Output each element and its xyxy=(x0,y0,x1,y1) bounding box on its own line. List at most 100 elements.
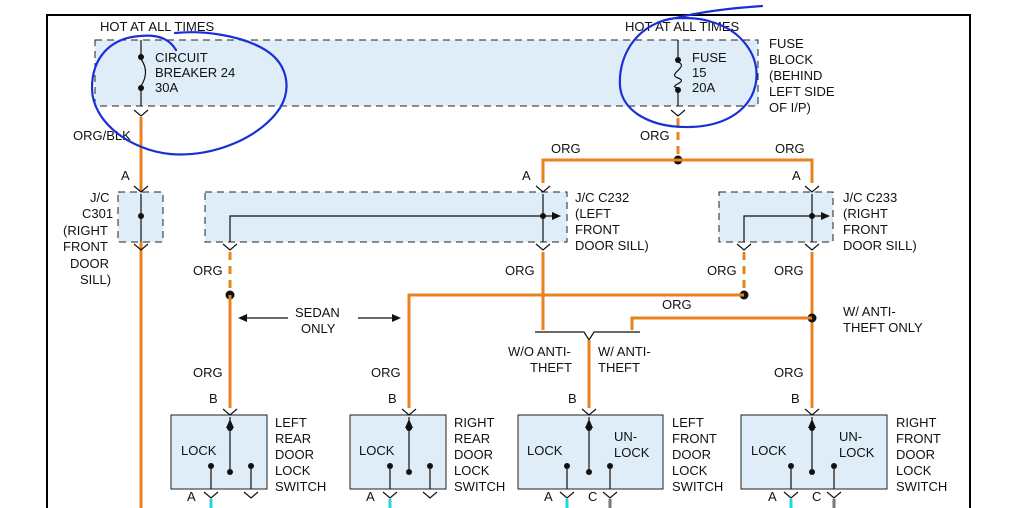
svg-text:DOOR: DOOR xyxy=(672,447,711,462)
circuit-breaker-symbol xyxy=(138,40,147,106)
right-front-switch xyxy=(740,408,888,499)
wire-label-org-c233-feed: ORG xyxy=(775,141,805,156)
svg-text:OF I/P): OF I/P) xyxy=(769,100,811,115)
c233-pin-a: A xyxy=(792,168,801,183)
svg-text:FRONT: FRONT xyxy=(575,222,620,237)
left-front-switch-label: LEFT FRONT DOOR LOCK SWITCH xyxy=(672,415,723,494)
w-anti-theft-label-2: THEFT xyxy=(598,360,640,375)
fuse-number: 15 xyxy=(692,65,706,80)
fuse-label: FUSE xyxy=(692,50,727,65)
svg-text:DOOR: DOOR xyxy=(275,447,314,462)
svg-text:LEFT: LEFT xyxy=(672,415,704,430)
c233-connectors xyxy=(736,185,820,251)
svg-text:LOCK: LOCK xyxy=(454,463,490,478)
right-rear-lock-label: LOCK xyxy=(359,443,395,458)
sedan-only-label: ONLY xyxy=(301,321,336,336)
svg-text:J/C: J/C xyxy=(90,190,110,205)
circuit-breaker-rating: 30A xyxy=(155,80,178,95)
svg-text:(RIGHT: (RIGHT xyxy=(63,223,108,238)
svg-text:SWITCH: SWITCH xyxy=(454,479,505,494)
svg-text:C301: C301 xyxy=(82,206,113,221)
fuse-rating: 20A xyxy=(692,80,715,95)
c232-internal-link xyxy=(229,215,555,242)
w-anti-theft-only-label-2: THEFT ONLY xyxy=(843,320,923,335)
left-rear-lock-label: LOCK xyxy=(181,443,217,458)
fuse-symbol xyxy=(674,40,682,106)
c233-internal-link xyxy=(743,215,824,242)
wo-anti-theft-label-2: THEFT xyxy=(530,360,572,375)
svg-text:LOCK: LOCK xyxy=(275,463,311,478)
svg-text:DOOR: DOOR xyxy=(454,447,493,462)
left-front-pin-b: B xyxy=(568,391,577,406)
sedan-only-arrow xyxy=(238,314,401,322)
wire-fuse-split xyxy=(541,158,814,183)
wire-label-org-c233-out: ORG xyxy=(707,263,737,278)
left-front-lock-label: LOCK xyxy=(527,443,563,458)
left-rear-switch-label: LEFT REAR DOOR LOCK SWITCH xyxy=(275,415,326,494)
svg-text:FRONT: FRONT xyxy=(843,222,888,237)
right-front-lock-label: LOCK xyxy=(751,443,787,458)
fuse-output-connector xyxy=(670,109,686,117)
right-front-pin-b: B xyxy=(791,391,800,406)
sedan-label: SEDAN xyxy=(295,305,340,320)
junction-c233-label: J/C C233 (RIGHT FRONT DOOR SILL) xyxy=(843,190,917,253)
wire-label-org-fuse: ORG xyxy=(640,128,670,143)
hot-at-all-times-left-label: HOT AT ALL TIMES xyxy=(100,19,214,34)
option-bracket xyxy=(535,331,640,342)
junction-c232-box xyxy=(204,191,568,243)
right-front-pin-c: C xyxy=(812,489,821,504)
right-front-unlock-label: UN- xyxy=(839,429,862,444)
svg-text:RIGHT: RIGHT xyxy=(896,415,937,430)
right-front-unlock-label-2: LOCK xyxy=(839,445,875,460)
c232-pin-a: A xyxy=(522,168,531,183)
left-front-switch xyxy=(517,408,664,499)
wire-right-rear xyxy=(407,293,744,408)
svg-text:SWITCH: SWITCH xyxy=(896,479,947,494)
svg-text:(RIGHT: (RIGHT xyxy=(843,206,888,221)
w-anti-theft-label: W/ ANTI- xyxy=(598,344,651,359)
svg-text:DOOR: DOOR xyxy=(896,447,935,462)
svg-text:BLOCK: BLOCK xyxy=(769,52,813,67)
wire-label-org-right-rear: ORG xyxy=(371,365,401,380)
right-front-switch-label: RIGHT FRONT DOOR LOCK SWITCH xyxy=(896,415,947,494)
diagram-frame xyxy=(46,14,971,508)
circuit-breaker-number: BREAKER 24 xyxy=(155,65,235,80)
power-distribution-box xyxy=(94,39,759,107)
right-rear-switch xyxy=(349,408,447,499)
left-front-pin-c: C xyxy=(588,489,597,504)
svg-text:LOCK: LOCK xyxy=(896,463,932,478)
svg-text:(BEHIND: (BEHIND xyxy=(769,68,822,83)
wire-label-org-c232-feed: ORG xyxy=(551,141,581,156)
svg-text:DOOR SILL): DOOR SILL) xyxy=(843,238,917,253)
svg-text:J/C C232: J/C C232 xyxy=(575,190,629,205)
wire-anti-theft xyxy=(630,316,812,330)
right-rear-switch-label: RIGHT REAR DOOR LOCK SWITCH xyxy=(454,415,505,494)
wire-label-org-blk: ORG/BLK xyxy=(73,128,131,143)
wire-label-org-c232-out: ORG xyxy=(193,263,223,278)
svg-text:LEFT: LEFT xyxy=(275,415,307,430)
svg-text:DOOR SILL): DOOR SILL) xyxy=(575,238,649,253)
annotation-circle-fuse xyxy=(618,4,764,129)
svg-text:FRONT: FRONT xyxy=(896,431,941,446)
svg-text:SWITCH: SWITCH xyxy=(275,479,326,494)
wire-label-org-c233-down: ORG xyxy=(774,263,804,278)
svg-text:FRONT: FRONT xyxy=(63,239,108,254)
w-anti-theft-only-label: W/ ANTI- xyxy=(843,304,896,319)
svg-text:SWITCH: SWITCH xyxy=(672,479,723,494)
c301-node xyxy=(138,213,144,219)
junction-c301-label: J/C C301 (RIGHT FRONT DOOR SILL) xyxy=(63,190,113,287)
c233-arrow xyxy=(821,212,830,220)
c301-connectors xyxy=(133,185,149,251)
right-front-pin-a: A xyxy=(768,489,777,504)
wire-label-org-left-rear: ORG xyxy=(193,365,223,380)
c232-arrow xyxy=(552,212,561,220)
junction-c232-label: J/C C232 (LEFT FRONT DOOR SILL) xyxy=(575,190,649,253)
svg-text:RIGHT: RIGHT xyxy=(454,415,495,430)
right-rear-pin-b: B xyxy=(388,391,397,406)
svg-text:LEFT SIDE: LEFT SIDE xyxy=(769,84,835,99)
left-front-unlock-label: UN- xyxy=(614,429,637,444)
svg-text:DOOR: DOOR xyxy=(70,256,109,271)
svg-text:(LEFT: (LEFT xyxy=(575,206,611,221)
c301-pin-a: A xyxy=(121,168,130,183)
circuit-breaker-label: CIRCUIT xyxy=(155,50,208,65)
